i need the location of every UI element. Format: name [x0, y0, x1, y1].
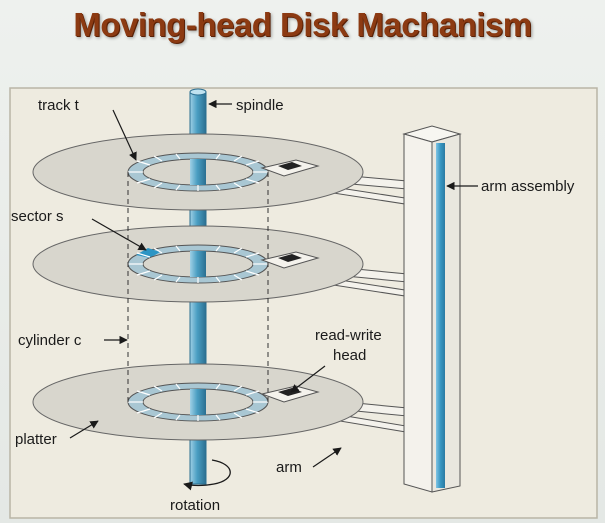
- label-read-write-1: read-write: [315, 327, 382, 344]
- slide-title: Moving-head Disk Machanism: [73, 6, 532, 43]
- platter-top: [32, 133, 364, 211]
- label-arm-assembly: arm assembly: [481, 178, 575, 195]
- cylinder-outline: [127, 172, 269, 402]
- label-track: track t: [38, 97, 80, 114]
- rotation-arrow: [183, 459, 231, 491]
- spindle-top: [189, 88, 207, 96]
- label-cylinder: cylinder c: [18, 332, 82, 349]
- label-platter: platter: [15, 431, 57, 448]
- label-read-write-2: head: [333, 347, 366, 364]
- label-spindle: spindle: [236, 97, 284, 114]
- label-rotation: rotation: [170, 497, 220, 514]
- label-arm: arm: [276, 459, 302, 476]
- label-sector: sector s: [11, 208, 64, 225]
- arm-assembly-column: [402, 125, 462, 493]
- leader-lines: [69, 99, 478, 468]
- read-write-heads: [260, 159, 320, 403]
- platter-middle: [32, 225, 364, 303]
- highlighted-sector: [136, 248, 160, 258]
- platter-bottom: [32, 363, 364, 441]
